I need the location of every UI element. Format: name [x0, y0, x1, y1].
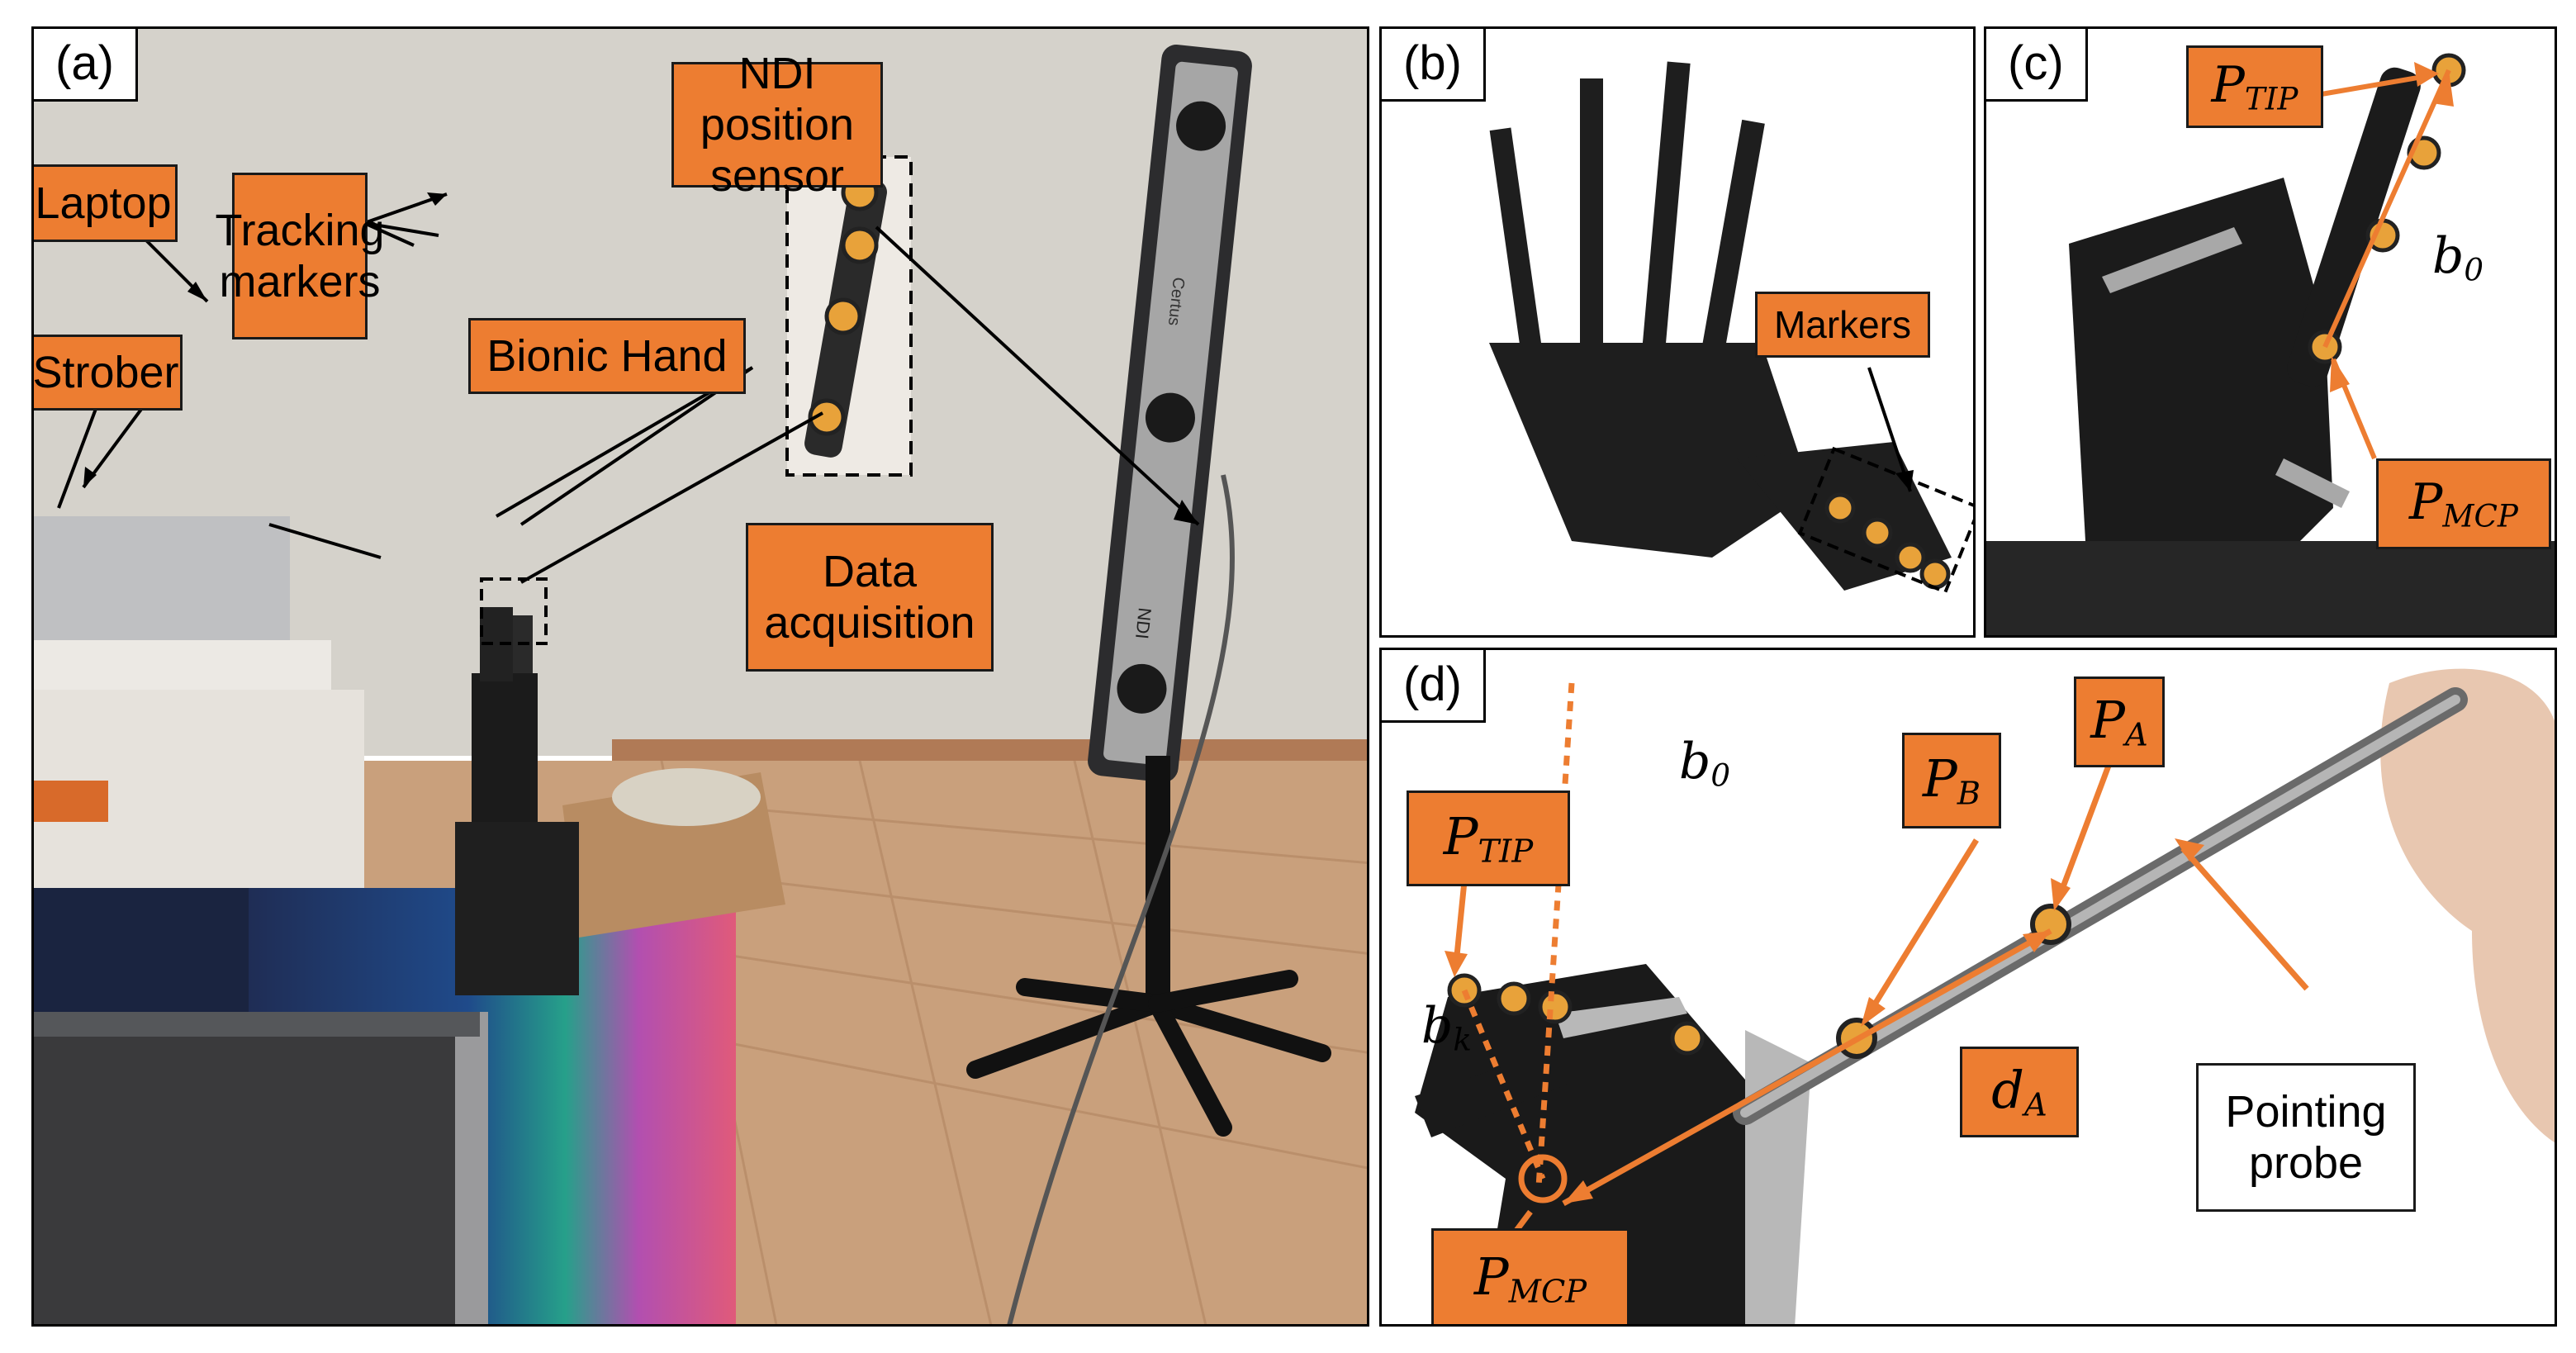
panel-b: (b) Markers — [1379, 26, 1976, 638]
p-tip-tag: PTIP — [2186, 45, 2323, 128]
p-mcp-main: P — [2409, 472, 2443, 531]
bk-symbol: bk — [1421, 997, 1472, 1058]
b0-symbol: b0 — [2432, 227, 2484, 288]
ndi-position-sensor-tag: NDI position sensor — [671, 49, 883, 201]
panel-a-label: (a) — [34, 29, 138, 102]
p-tip-tag-d: PTIP — [1407, 790, 1570, 886]
p-mcp-tag: PMCP — [2376, 458, 2551, 549]
p-mcp-tag-d: PMCP — [1431, 1228, 1630, 1324]
ndi-brand-label: NDI — [1131, 606, 1155, 639]
panel-c-label: (c) — [1986, 29, 2088, 102]
p-a-tag: PA — [2074, 676, 2165, 767]
panel-d-label: (d) — [1382, 650, 1486, 723]
markers-tag: Markers — [1755, 292, 1930, 358]
b0-symbol-d: b0 — [1679, 733, 1731, 794]
panel-d: (d) b0 bk PTIP PB PA dA PMCP Pointing pr… — [1379, 648, 2557, 1327]
bionic-hand-tag: Bionic Hand — [468, 318, 746, 394]
strober-tag: Strober — [34, 335, 183, 411]
panel-c: (c) PTIP PMCP b0 — [1984, 26, 2557, 638]
panel-b-label: (b) — [1382, 29, 1486, 102]
tracking-markers-tag: Tracking markers — [215, 173, 385, 339]
pointing-probe-tag: Pointing probe — [2196, 1063, 2416, 1212]
p-tip-sub: TIP — [2244, 80, 2298, 117]
panel-d-annotations — [1445, 682, 2309, 1247]
p-b-tag: PB — [1902, 733, 2001, 828]
laptop-tag: Laptop — [34, 164, 178, 242]
panel-a: NDI Certus — [31, 26, 1369, 1327]
p-tip-main: P — [2211, 55, 2245, 114]
d-a-tag: dA — [1960, 1047, 2079, 1137]
p-mcp-sub: MCP — [2442, 497, 2518, 534]
data-acquisition-tag: Data acquisition — [746, 523, 994, 672]
